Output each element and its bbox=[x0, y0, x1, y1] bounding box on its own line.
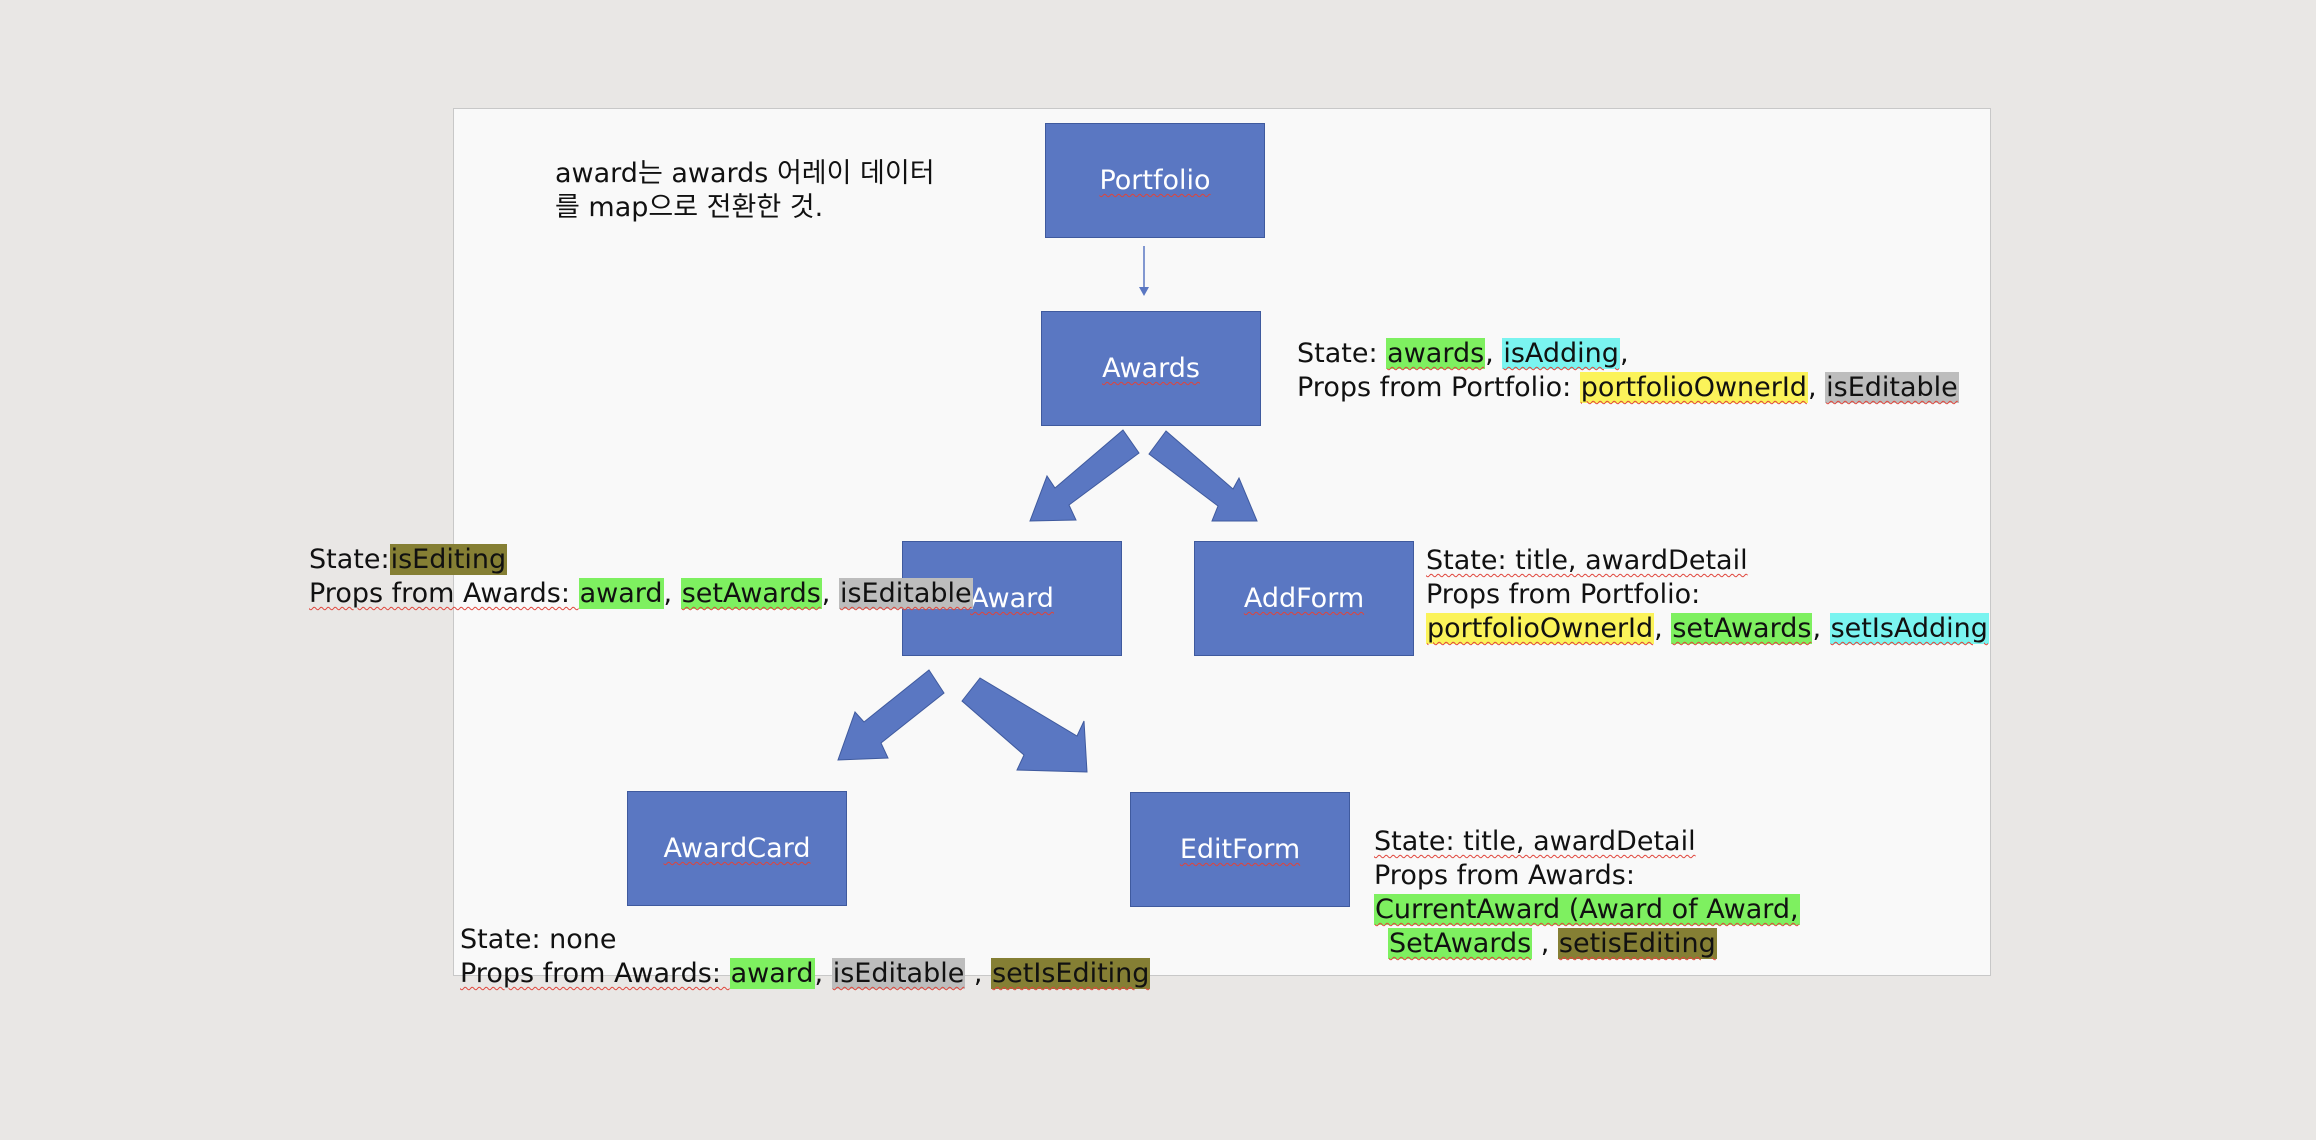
editform-props-line2: SetAwards , setisEditing bbox=[1374, 927, 1800, 961]
awardcard-props-line: Props from Awards: award, isEditable , s… bbox=[460, 957, 1151, 991]
awards-props-iseditable: isEditable bbox=[1825, 372, 1959, 403]
addform-props-line: portfolioOwnerId, setAwards, setIsAdding bbox=[1426, 612, 1989, 646]
award-info: State:isEditing Props from Awards: award… bbox=[309, 543, 973, 611]
awardcard-props-sep1: , bbox=[814, 958, 832, 989]
addform-state-line: State: title, awardDetail bbox=[1426, 545, 1748, 576]
addform-props-sep2: , bbox=[1812, 613, 1830, 644]
editform-props-sep: , bbox=[1532, 928, 1558, 959]
editform-props-setisediting: setisEditing bbox=[1557, 928, 1717, 959]
awardcard-props-sep2: , bbox=[965, 958, 992, 989]
award-props-label: Props from Awards: bbox=[309, 578, 579, 609]
awards-props-portfolioownerid: portfolioOwnerId bbox=[1579, 372, 1808, 403]
awardcard-props-award: award bbox=[729, 958, 815, 989]
award-props-award: award bbox=[578, 578, 664, 609]
editform-props-setawards: SetAwards bbox=[1388, 928, 1533, 959]
node-awards[interactable]: Awards bbox=[1041, 311, 1261, 426]
editform-state-line: State: title, awardDetail bbox=[1374, 826, 1696, 857]
addform-props-sep1: , bbox=[1654, 613, 1672, 644]
node-portfolio-label: Portfolio bbox=[1099, 165, 1211, 196]
award-props-line: Props from Awards: award, setAwards, isE… bbox=[309, 577, 973, 611]
node-addform[interactable]: AddForm bbox=[1194, 541, 1414, 656]
node-addform-label: AddForm bbox=[1243, 583, 1365, 614]
node-portfolio[interactable]: Portfolio bbox=[1045, 123, 1265, 238]
awards-state-awards: awards bbox=[1386, 338, 1486, 369]
awards-state-isadding: isAdding bbox=[1502, 338, 1620, 369]
addform-props-label: Props from Portfolio: bbox=[1426, 579, 1701, 610]
awards-state-sep: , bbox=[1485, 338, 1503, 369]
awards-info: State: awards, isAdding, Props from Port… bbox=[1297, 337, 1959, 405]
editform-info: State: title, awardDetail Props from Awa… bbox=[1374, 825, 1800, 961]
award-props-sep1: , bbox=[663, 578, 681, 609]
award-state-line: State:isEditing bbox=[309, 543, 973, 577]
awards-props-label: Props from Portfolio: bbox=[1297, 372, 1580, 403]
award-props-sep2: , bbox=[821, 578, 839, 609]
editform-props-line1: CurrentAward (Award of Award, bbox=[1374, 893, 1800, 927]
map-note-line2: 를 map으로 전환한 것. bbox=[555, 192, 824, 223]
addform-info: State: title, awardDetail Props from Por… bbox=[1426, 544, 1989, 646]
editform-props-label: Props from Awards: bbox=[1374, 860, 1635, 891]
map-note: award는 awards 어레이 데이터 를 map으로 전환한 것. bbox=[555, 157, 935, 225]
addform-props-setawards: setAwards bbox=[1671, 613, 1813, 644]
award-props-iseditable: isEditable bbox=[838, 578, 973, 609]
map-note-line1: award는 awards 어레이 데이터 bbox=[555, 158, 935, 189]
awards-state-label: State: bbox=[1297, 338, 1387, 369]
node-award-label: Award bbox=[970, 583, 1054, 614]
awardcard-state-line: State: none bbox=[460, 924, 617, 955]
awardcard-info: State: none Props from Awards: award, is… bbox=[460, 923, 1151, 991]
awards-props-sep: , bbox=[1807, 372, 1826, 403]
addform-props-portfolioownerid: portfolioOwnerId bbox=[1426, 613, 1655, 644]
awardcard-props-setisediting: setIsEditing bbox=[991, 958, 1151, 989]
node-editform[interactable]: EditForm bbox=[1130, 792, 1350, 907]
awards-state-line: State: awards, isAdding, bbox=[1297, 337, 1959, 371]
awardcard-props-iseditable: isEditable bbox=[831, 958, 966, 989]
awardcard-props-label: Props from Awards: bbox=[460, 958, 730, 989]
editform-props-currentaward: CurrentAward (Award of Award, bbox=[1374, 894, 1800, 925]
award-props-setawards: setAwards bbox=[680, 578, 822, 609]
awards-props-line: Props from Portfolio: portfolioOwnerId, … bbox=[1297, 371, 1959, 405]
awards-state-trail: , bbox=[1619, 338, 1629, 369]
node-awards-label: Awards bbox=[1102, 353, 1200, 384]
award-state-isediting: isEditing bbox=[389, 544, 508, 575]
node-awardcard-label: AwardCard bbox=[663, 833, 811, 864]
addform-props-setisadding: setIsAdding bbox=[1829, 613, 1989, 644]
node-awardcard[interactable]: AwardCard bbox=[627, 791, 847, 906]
award-state-label: State: bbox=[309, 544, 390, 575]
node-editform-label: EditForm bbox=[1179, 834, 1301, 865]
